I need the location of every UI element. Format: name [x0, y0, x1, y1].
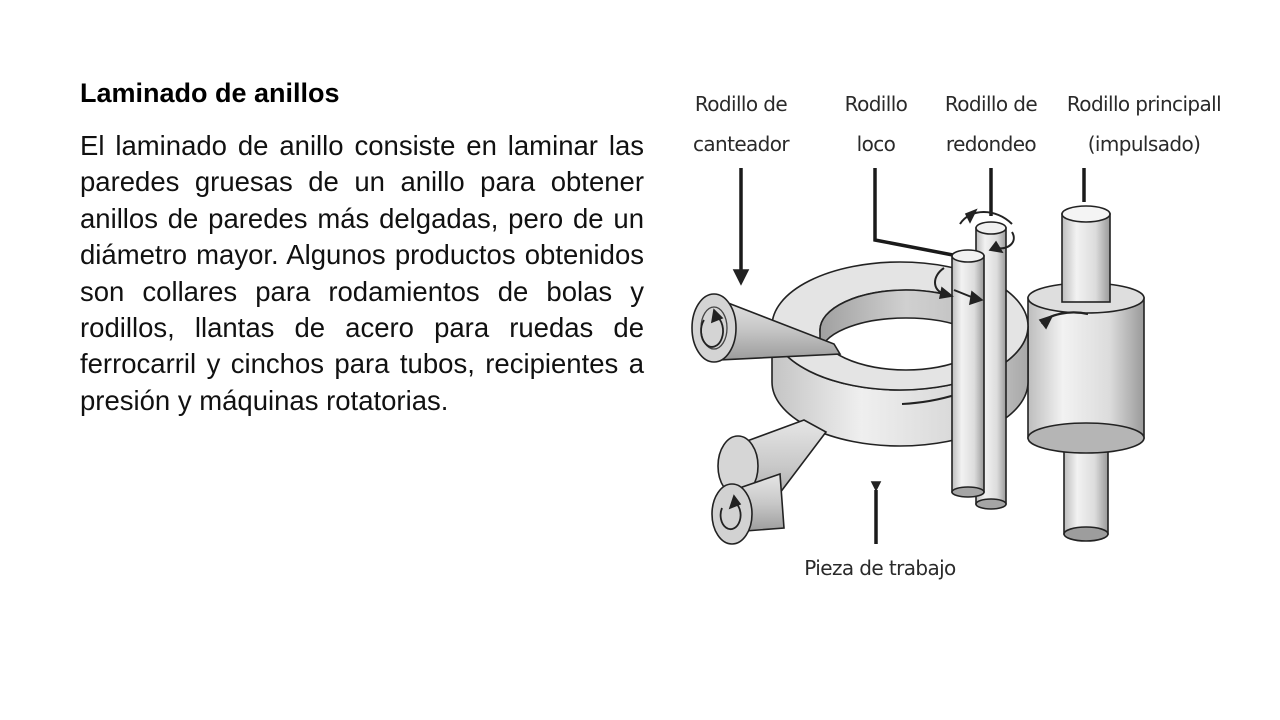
- label-edging-roll: Rodillo de canteador: [686, 84, 796, 164]
- label-rounding-roll-line1: Rodillo de: [944, 92, 1038, 116]
- ring-rolling-diagram: Rodillo de canteador Rodillo loco Rodill…: [676, 84, 1232, 594]
- label-idler-roll-line1: Rodillo: [844, 92, 908, 116]
- edging-roll-upper: [691, 293, 842, 363]
- leader-lines: [739, 168, 1086, 544]
- label-main-roll-line2: (impulsado): [1087, 132, 1201, 156]
- label-edging-roll-line1: Rodillo de: [694, 92, 788, 116]
- main-roll: [1027, 205, 1145, 542]
- label-workpiece: Pieza de trabajo: [804, 556, 956, 580]
- idler-roll: [732, 249, 985, 498]
- label-main-roll-line1: Rodillo principall: [1066, 92, 1222, 116]
- slide-title: Laminado de anillos: [80, 78, 340, 108]
- label-idler-roll: Rodillo loco: [836, 84, 916, 164]
- slide-body-text: El laminado de anillo consiste en lamina…: [80, 130, 644, 416]
- ring-rolling-illustration: [691, 168, 1145, 545]
- label-main-roll: Rodillo principall (impulsado): [1060, 84, 1228, 164]
- label-idler-roll-line2: loco: [856, 132, 896, 156]
- label-edging-roll-line2: canteador: [692, 132, 790, 156]
- label-rounding-roll-line2: redondeo: [945, 132, 1037, 156]
- edging-roll-lower: [711, 419, 828, 545]
- label-rounding-roll: Rodillo de redondeo: [938, 84, 1044, 164]
